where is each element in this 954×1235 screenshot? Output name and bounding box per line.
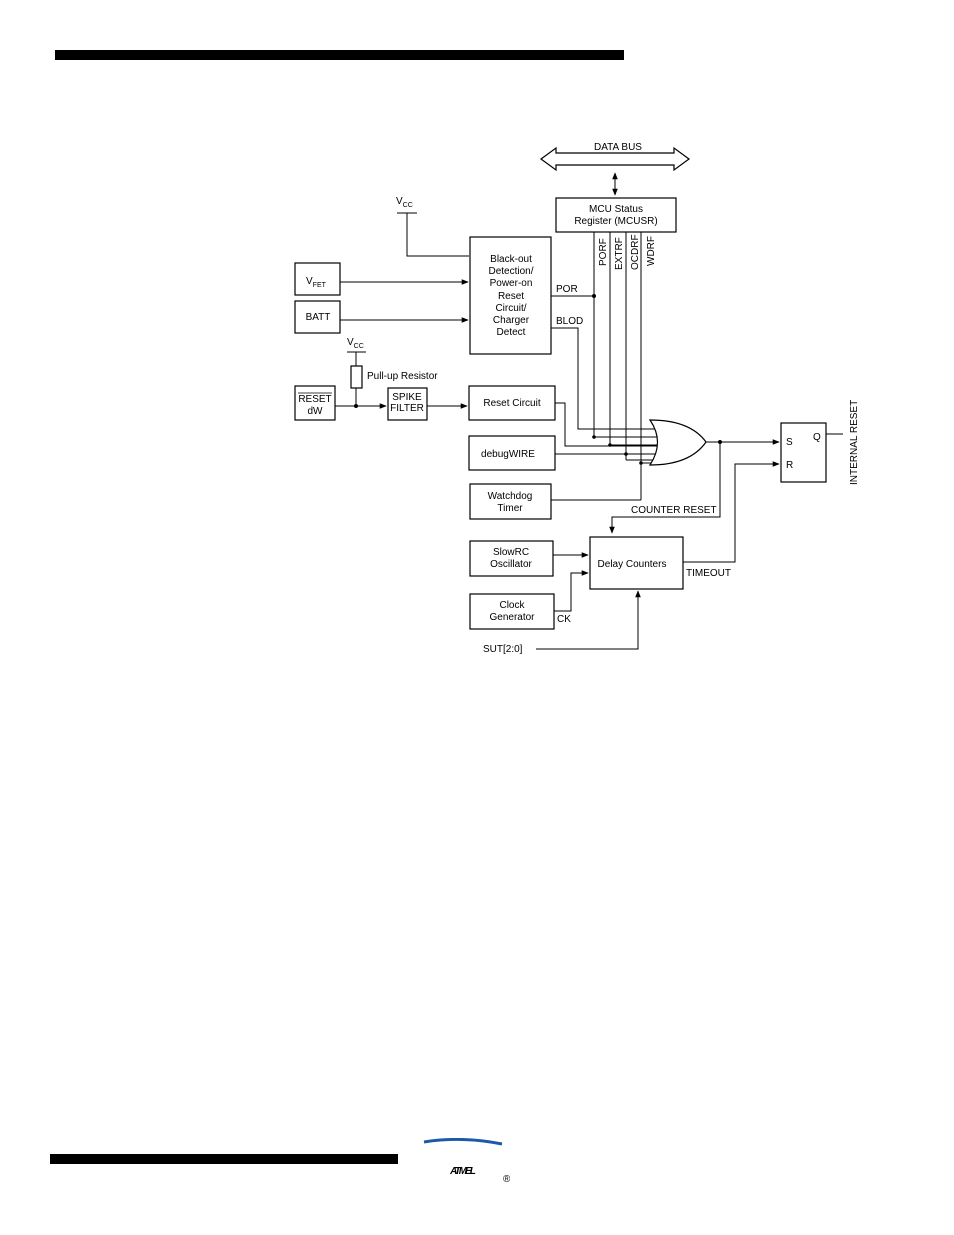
reset-pin-label: RESET [298,394,331,405]
delay-counters-label: Delay Counters [598,559,667,570]
junction-ocdrf [624,452,628,456]
pullup-label: Pull-up Resistor [367,371,438,382]
data-bus-label: DATA BUS [594,142,642,153]
ck-wire [554,570,589,612]
vfet-box [294,262,341,296]
footer-rule [50,1154,398,1164]
watchdog-label-2: Timer [497,503,523,514]
pullup-resistor [350,365,363,389]
ff-r-label: R [786,460,793,471]
blackout-detect-box [469,236,552,355]
pullup-junction [354,404,358,408]
blod-wire [551,327,656,430]
flag-ocdrf: OCDRF [630,234,641,270]
junction-extrf [608,443,612,447]
batt-box [294,300,341,334]
counter-reset-wire [609,442,721,534]
blackout-line-1: Black-out [490,254,532,265]
timeout-wire [683,461,780,563]
watchdog-box [469,483,552,520]
mcusr-label-2: Register (MCUSR) [574,216,657,227]
atmel-logo: ATMEL ® [423,1138,510,1184]
debugwire-label: debugWIRE [481,449,535,460]
reset-circuit-label: Reset Circuit [483,398,540,409]
slowrc-box [469,540,554,577]
counter-reset-label: COUNTER RESET [631,505,717,516]
sut-label: SUT[2:0] [483,644,523,655]
junction-porf [592,435,596,439]
blackout-line-3: Power-on [490,278,533,289]
debugwire-box [468,435,556,471]
delay-counters-box [589,536,684,590]
ck-label: CK [557,614,571,625]
timeout-label: TIMEOUT [686,568,731,579]
svg-text:®: ® [503,1174,510,1184]
blackout-line-5: Circuit/ [495,303,526,314]
mcusr-box [555,197,677,233]
watchdog-label-1: Watchdog [488,491,533,502]
blackout-line-4: Reset [498,291,524,302]
vcc-top-label: VCC [396,196,413,209]
header-rule [55,50,624,60]
blod-label: BLOD [556,316,583,327]
flag-extrf: EXTRF [614,237,625,270]
flag-wdrf: WDRF [646,236,657,266]
clock-generator-box [469,593,555,630]
slowrc-label-2: Oscillator [490,559,532,570]
internal-reset-label: INTERNAL RESET [849,400,860,485]
vcc-top-wire [406,213,469,257]
por-label: POR [556,284,578,295]
ff-q-label: Q [813,432,821,443]
reset-pin-box [294,385,336,421]
vcc-pullup-label: VCC [347,337,364,350]
blackout-line-7: Detect [497,327,526,338]
mcusr-label-1: MCU Status [589,204,643,215]
reset-circuit-wire [555,402,658,447]
clock-gen-label-1: Clock [499,600,525,611]
sut-wire [536,590,641,650]
junction-wdrf [639,461,643,465]
or-gate [648,419,707,466]
spike-label-2: FILTER [390,403,424,414]
reset-circuit-box [468,385,556,421]
por-junction [592,294,596,298]
slowrc-label-1: SlowRC [493,547,529,558]
batt-label: BATT [306,312,331,323]
blackout-line-2: Detection/ [488,266,533,277]
data-bus-arrow [539,146,691,172]
vfet-label: VFET [306,276,327,289]
spike-label-1: SPIKE [392,392,422,403]
blackout-line-6: Charger [493,315,530,326]
svg-text:ATMEL: ATMEL [449,1166,476,1177]
clock-gen-label-2: Generator [489,612,535,623]
spike-filter-box [387,387,428,421]
sr-flipflop-box [780,422,827,483]
ff-s-label: S [786,437,793,448]
flag-porf: PORF [598,238,609,266]
dw-label: dW [308,406,324,417]
